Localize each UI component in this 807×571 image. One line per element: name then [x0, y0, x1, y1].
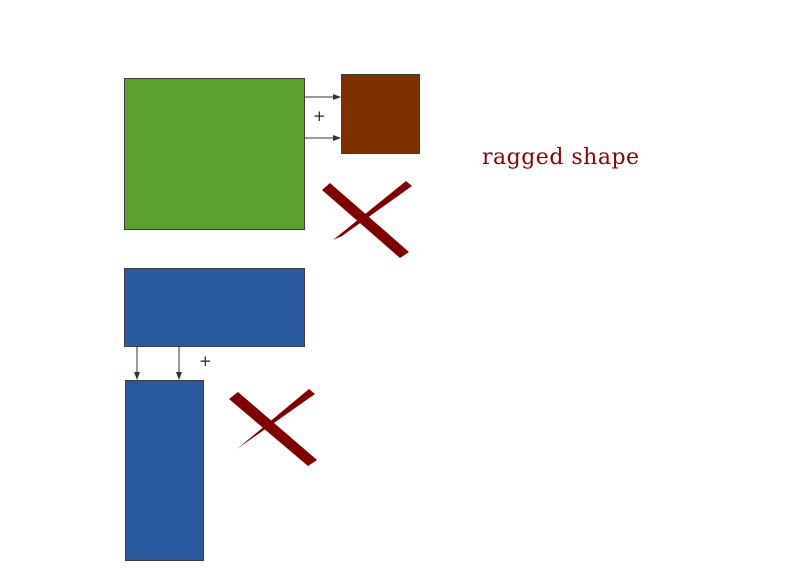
blue-tall-block: [125, 380, 204, 561]
reject-cross-icon-bottom: [229, 389, 317, 466]
blue-wide-block: [124, 268, 305, 347]
brown-square-block: [341, 74, 420, 154]
green-block-rect: [124, 78, 305, 230]
cross-top-stroke-a: [322, 183, 409, 258]
plus-operator-top: +: [313, 107, 326, 125]
cross-bottom-stroke-b: [237, 389, 315, 449]
cross-bottom-stroke-a: [229, 392, 317, 466]
plus-operator-bottom: +: [199, 352, 212, 370]
reject-cross-icon-top: [322, 181, 412, 258]
cross-top-stroke-b: [333, 181, 412, 240]
ragged-shape-caption: ragged shape: [482, 145, 640, 170]
